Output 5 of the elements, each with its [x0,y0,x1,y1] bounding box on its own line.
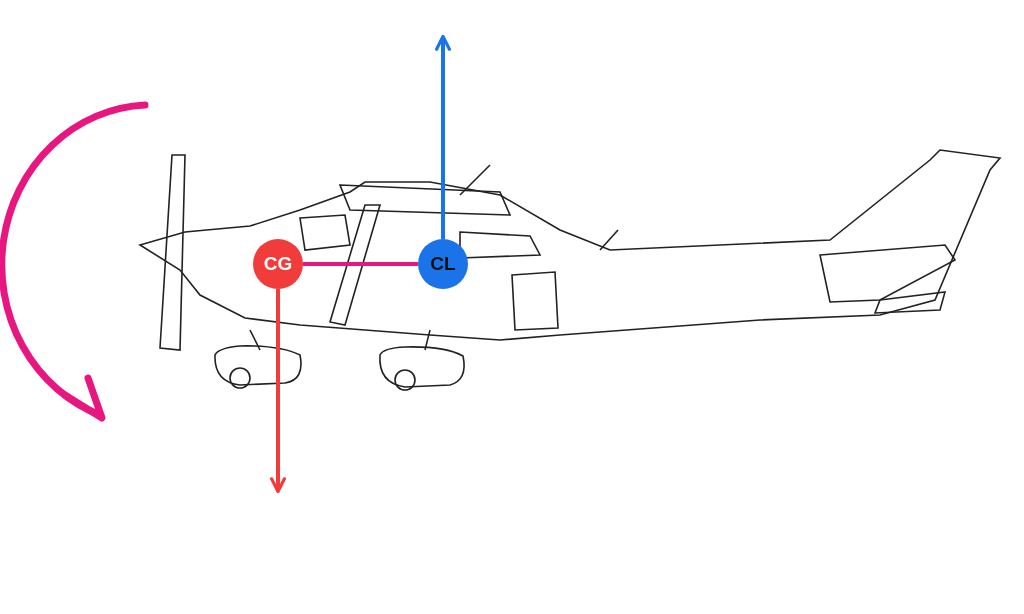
center-of-gravity-marker: CG [253,239,303,289]
force-arrow [270,289,286,494]
connector-line [303,262,418,266]
force-arrow [435,34,451,239]
center-of-lift-marker: CL [418,239,468,289]
